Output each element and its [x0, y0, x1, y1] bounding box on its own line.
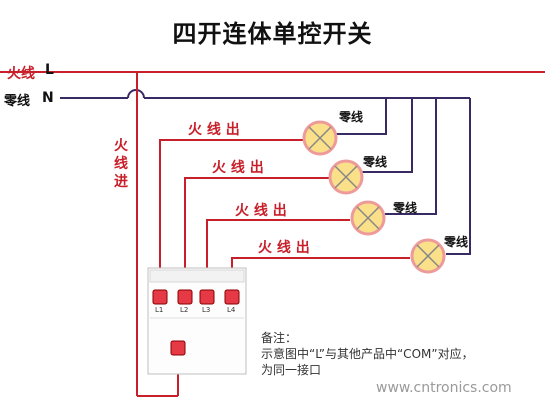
terminal-label-l3: L3: [202, 306, 211, 314]
terminal-l1: [152, 289, 168, 305]
live-out-wire-1: [159, 139, 303, 295]
note-heading: 备注：: [261, 331, 298, 345]
terminal-l4: [224, 289, 240, 305]
neutral-wire-2: [362, 98, 413, 173]
note-line-3: 为同一接口: [261, 363, 322, 377]
live-out-wire-2: [184, 177, 330, 295]
watermark-text: www.cntronics.com: [376, 380, 512, 396]
neutral-wire-4: [446, 98, 471, 255]
terminal-l2: [177, 289, 193, 305]
terminal-label-l2: L2: [180, 306, 189, 314]
lamp-1: [302, 120, 338, 156]
neutral-bus-letter: N: [42, 90, 54, 106]
note-box: 备注： 示意图中“L”与其他产品中“COM”对应， 为同一接口: [261, 330, 474, 378]
live-out-label-2: 火 线 出: [212, 160, 264, 176]
terminal-label-l4: L4: [227, 306, 236, 314]
live-out-label-4: 火 线 出: [258, 240, 310, 256]
neutral-label-2: 零线: [363, 155, 388, 169]
neutral-bus-label: 零线: [4, 94, 31, 109]
diagram-title: 四开连体单控开关: [172, 20, 373, 48]
neutral-label-4: 零线: [444, 235, 469, 249]
terminal-label-l1: L1: [155, 306, 164, 314]
note-line-2: 示意图中“L”与其他产品中“COM”对应，: [261, 347, 474, 361]
terminal-l3: [199, 289, 215, 305]
live-out-label-3: 火 线 出: [235, 203, 287, 219]
neutral-wire-3: [385, 98, 437, 215]
live-bus-letter: L: [45, 62, 54, 78]
live-in-label: 火 线 进: [114, 138, 128, 190]
lamp-3: [350, 200, 386, 236]
live-out-label-1: 火 线 出: [188, 122, 240, 138]
neutral-wire-1: [336, 98, 387, 135]
live-bus-label: 火线: [7, 66, 35, 82]
switch-body: [147, 267, 247, 375]
terminal-common: [170, 340, 186, 356]
lamp-4: [410, 238, 446, 274]
lamp-2: [328, 159, 364, 195]
neutral-label-3: 零线: [393, 201, 418, 215]
live-out-wire-4: [231, 257, 410, 295]
neutral-label-1: 零线: [339, 110, 364, 124]
